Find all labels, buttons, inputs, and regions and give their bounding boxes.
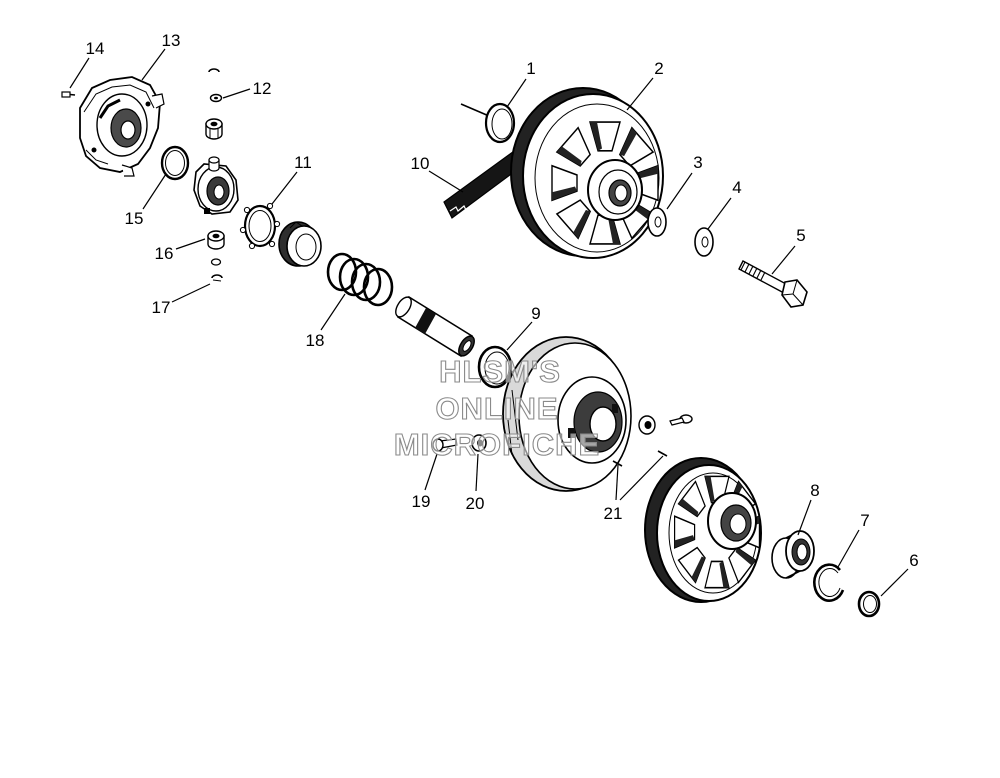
watermark-line-1: HLSM'S bbox=[439, 354, 561, 389]
leader-line-1 bbox=[506, 78, 527, 108]
part-3-washer bbox=[647, 207, 667, 237]
leader-line-16 bbox=[175, 238, 206, 250]
callout-15: 15 bbox=[125, 209, 144, 228]
callout-6: 6 bbox=[909, 551, 918, 570]
callout-4: 4 bbox=[732, 178, 741, 197]
callout-3: 3 bbox=[693, 153, 702, 172]
callout-14: 14 bbox=[86, 39, 105, 58]
callout-13: 13 bbox=[162, 31, 181, 50]
part-4-washer bbox=[694, 227, 714, 257]
bearing-housing bbox=[193, 156, 239, 215]
shaft-sleeve bbox=[395, 295, 475, 358]
callout-20: 20 bbox=[466, 494, 485, 513]
watermark-line-2: ONLINE bbox=[435, 391, 558, 426]
callout-9: 9 bbox=[531, 304, 540, 323]
callout-11: 11 bbox=[294, 153, 312, 172]
callout-5: 5 bbox=[796, 226, 805, 245]
nut bbox=[205, 118, 223, 140]
hub-screw bbox=[669, 414, 693, 426]
leader-lines bbox=[69, 48, 909, 597]
leader-line-5 bbox=[771, 245, 796, 275]
part-7-snap-ring bbox=[813, 563, 845, 602]
leader-line-21b bbox=[619, 455, 664, 501]
leader-line-2 bbox=[626, 77, 654, 111]
watermark-line-3: MICROFICHE bbox=[394, 427, 600, 462]
callout-10: 10 bbox=[411, 154, 430, 173]
part-19-screw bbox=[432, 438, 458, 452]
part-12-clips bbox=[208, 68, 223, 103]
part-8-bearing bbox=[771, 530, 815, 579]
callout-1: 1 bbox=[526, 59, 535, 78]
part-21-pins bbox=[612, 450, 668, 467]
part-6-ring bbox=[857, 590, 881, 618]
leader-line-3 bbox=[666, 172, 693, 210]
leader-line-14 bbox=[69, 57, 90, 89]
part-17-clip bbox=[211, 274, 223, 282]
callout-19: 19 bbox=[412, 492, 431, 511]
callout-18: 18 bbox=[306, 331, 325, 350]
leader-line-9 bbox=[506, 321, 533, 351]
leader-line-20 bbox=[475, 453, 479, 492]
leader-line-11 bbox=[271, 171, 298, 205]
part-14-screw bbox=[61, 91, 76, 98]
leader-line-7 bbox=[837, 529, 860, 568]
part-1-ring bbox=[460, 102, 516, 144]
part-13-cover bbox=[79, 76, 165, 177]
callout-7: 7 bbox=[860, 511, 869, 530]
part-5-bolt bbox=[738, 260, 808, 308]
callout-8: 8 bbox=[810, 481, 819, 500]
leader-line-6 bbox=[880, 568, 909, 597]
leader-line-15 bbox=[142, 173, 167, 210]
watermark: HLSM'S ONLINE MICROFICHE bbox=[393, 353, 600, 462]
leader-line-21a bbox=[615, 464, 619, 501]
leader-line-17 bbox=[171, 283, 211, 303]
callout-16: 16 bbox=[155, 244, 174, 263]
leader-line-10 bbox=[428, 170, 464, 193]
leader-line-12 bbox=[222, 88, 251, 99]
callout-2: 2 bbox=[654, 59, 663, 78]
callouts: 1 2 3 4 5 6 7 8 9 10 11 12 13 14 15 16 1… bbox=[86, 31, 919, 570]
rear-spider-plate bbox=[644, 457, 762, 603]
part-2-drive-sheave bbox=[510, 87, 664, 259]
callout-21: 21 bbox=[604, 504, 623, 523]
part-16-bushing bbox=[207, 230, 225, 250]
small-washer bbox=[210, 258, 222, 266]
part-9-o-ring bbox=[477, 345, 513, 389]
callout-17: 17 bbox=[152, 298, 171, 317]
part-11-snap-ring bbox=[239, 202, 281, 250]
hub-nut bbox=[638, 415, 656, 435]
cam-plate bbox=[278, 221, 322, 267]
leader-line-8 bbox=[797, 499, 812, 536]
callout-12: 12 bbox=[253, 79, 272, 98]
leader-line-18 bbox=[320, 293, 346, 331]
movable-sheave bbox=[502, 336, 632, 492]
part-20-nut bbox=[471, 434, 487, 452]
leader-line-4 bbox=[707, 197, 732, 230]
part-18-spring bbox=[326, 252, 394, 307]
part-15-ring bbox=[160, 145, 190, 181]
leader-line-19 bbox=[424, 453, 438, 491]
leader-line-13 bbox=[141, 48, 166, 81]
